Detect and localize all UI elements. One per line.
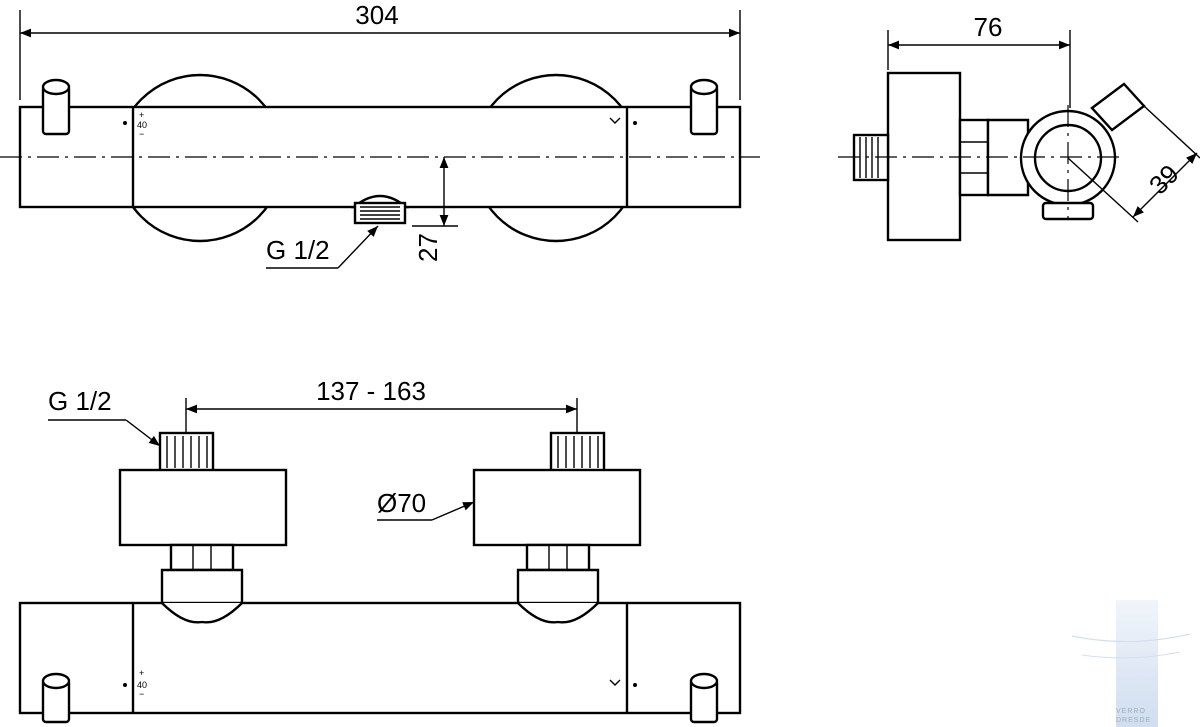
watermark-logo: VERRO DRESDE: [1071, 600, 1191, 727]
outlet-thread-label: G 1/2: [266, 235, 330, 265]
left-inlet-thread: [158, 431, 215, 473]
outlet-thread: [353, 201, 407, 225]
handle-offset-label: 39: [1143, 159, 1185, 201]
inlet-thread-label: G 1/2: [48, 386, 112, 416]
side-view: 76 39: [838, 12, 1200, 242]
front-view: + 40 − G 1/2 304 27: [0, 0, 760, 269]
plus-marking: +: [139, 110, 144, 120]
temp-marking-top: 40: [137, 680, 147, 690]
overall-length-label: 304: [355, 0, 398, 30]
minus-marking-top: −: [139, 689, 144, 699]
svg-text:DRESDE: DRESDE: [1116, 717, 1151, 724]
outlet-height-label: 27: [413, 233, 443, 262]
svg-text:VERRO: VERRO: [1116, 708, 1146, 715]
chevron-marking: [609, 117, 621, 124]
depth-label: 76: [974, 12, 1003, 42]
left-escutcheon-top: [118, 468, 288, 547]
top-view: + 40 − 137 - 163 G 1/2 Ø70: [18, 376, 742, 724]
right-escutcheon-top: [472, 468, 642, 547]
temp-marking: 40: [137, 120, 147, 130]
right-inlet-thread: [549, 431, 606, 473]
mixer-body-top: [18, 601, 742, 715]
inlet-spacing-label: 137 - 163: [316, 376, 426, 406]
escutcheon-diameter-label: Ø70: [377, 488, 426, 518]
plus-marking-top: +: [139, 668, 144, 678]
minus-marking: −: [139, 129, 144, 139]
